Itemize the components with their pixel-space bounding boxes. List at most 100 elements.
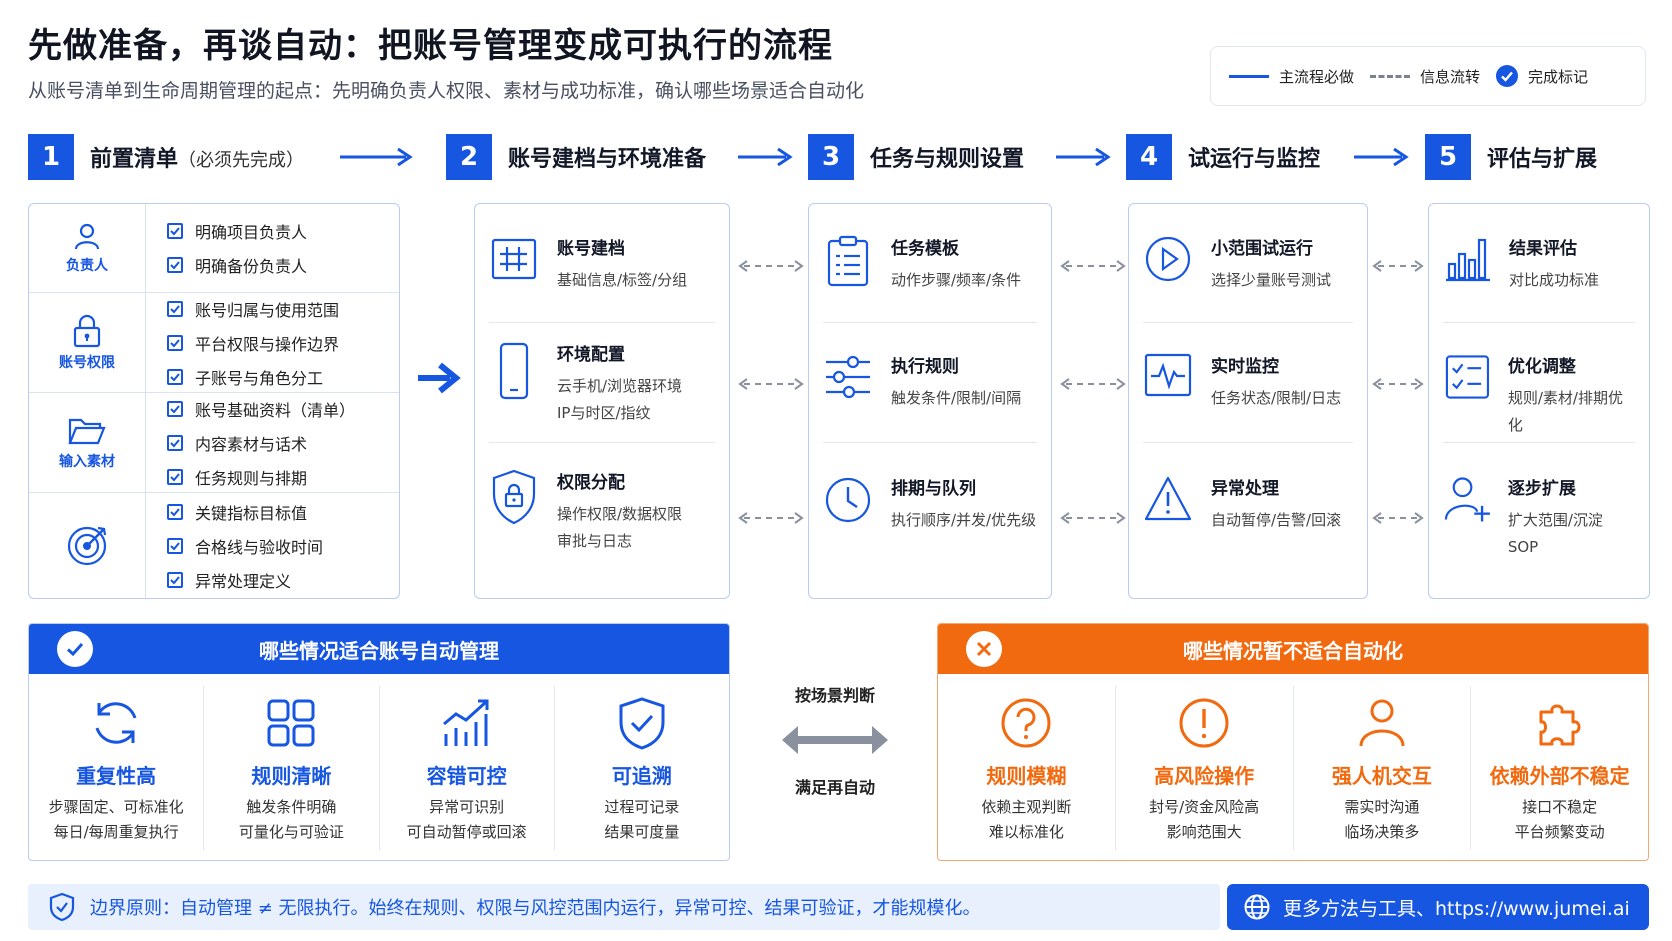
panel-item: 逐步扩展扩大范围/沉淀 SOP bbox=[1443, 474, 1635, 561]
grid4-icon bbox=[267, 699, 315, 747]
panel-item-desc: 触发条件/限制/间隔 bbox=[891, 389, 1022, 407]
prereq-group-owner: 负责人 明确项目负责人 明确备份负责人 bbox=[29, 204, 399, 292]
suitable-item: 可追溯 过程可记录结果可度量 bbox=[553, 686, 729, 850]
monitor-icon bbox=[1144, 353, 1192, 397]
desc-line: 临场决策多 bbox=[1344, 823, 1420, 841]
panel-item: 实时监控任务状态/限制/日志 bbox=[1143, 352, 1353, 412]
checklist-item: 内容素材与话术 bbox=[167, 431, 355, 455]
person-icon bbox=[1359, 699, 1405, 747]
step-label: 试运行与监控 bbox=[1188, 147, 1321, 172]
desc-line: 接口不稳定 bbox=[1522, 798, 1598, 816]
checklist: 关键指标目标值 合格线与验收时间 异常处理定义 bbox=[167, 493, 323, 598]
checklist-item-label: 明确项目负责人 bbox=[195, 223, 308, 242]
shield-check-icon bbox=[619, 697, 665, 750]
suitable-columns: 重复性高 步骤固定、可标准化每日/每周重复执行 规则清晰 触发条件明确可量化与可… bbox=[29, 686, 729, 850]
shield-lock-icon bbox=[492, 469, 536, 525]
more-tools-label[interactable]: 更多方法与工具、https://www.jumei.ai bbox=[1283, 897, 1630, 920]
lock-icon bbox=[73, 314, 101, 347]
panel-item-title: 异常处理 bbox=[1211, 479, 1279, 499]
trend-icon bbox=[442, 699, 489, 746]
legend-info-flow: 信息流转 bbox=[1370, 66, 1480, 87]
checklist-item: 任务规则与排期 bbox=[167, 465, 355, 489]
prereq-icon-cell: 输入素材 bbox=[29, 393, 146, 492]
desc-line: 异常可识别 bbox=[429, 798, 505, 816]
task-rules-panel: 任务模板动作步骤/频率/条件 执行规则触发条件/限制/间隔 排期与队列执行顺序/… bbox=[808, 203, 1052, 599]
prereq-group-targets: 关键指标目标值 合格线与验收时间 异常处理定义 bbox=[29, 492, 399, 598]
judgement-top-label: 按场景判断 bbox=[794, 686, 875, 705]
desc-line: 过程可记录 bbox=[604, 798, 680, 816]
unsuitable-item: 高风险操作 封号/资金风险高影响范围大 bbox=[1114, 686, 1293, 850]
desc-line: 步骤固定、可标准化 bbox=[48, 798, 184, 816]
unsuitable-item: 强人机交互 需实时沟通临场决策多 bbox=[1292, 686, 1471, 850]
folder-icon bbox=[68, 418, 106, 444]
step-note: （必须先完成） bbox=[178, 150, 305, 171]
legend-main-flow-label: 主流程必做 bbox=[1279, 67, 1355, 86]
checklist-item-label: 异常处理定义 bbox=[195, 571, 292, 591]
dashed-double-arrow-icon bbox=[1372, 378, 1424, 390]
checkbox-icon bbox=[167, 434, 183, 451]
panel-item-title: 小范围试运行 bbox=[1211, 239, 1313, 259]
bar-chart-icon bbox=[1446, 238, 1490, 282]
checklist-item-label: 账号归属与使用范围 bbox=[195, 300, 340, 320]
person-icon bbox=[74, 223, 100, 250]
step-4: 4 试运行与监控 bbox=[1126, 134, 1320, 180]
divider bbox=[489, 322, 715, 323]
unsuitable-header: 哪些情况暂不适合自动化 bbox=[938, 624, 1648, 674]
desc-line: 难以标准化 bbox=[988, 823, 1064, 841]
play-icon bbox=[1145, 236, 1191, 282]
panel-item-title: 任务模板 bbox=[891, 239, 959, 259]
checklist-item-label: 关键指标目标值 bbox=[195, 503, 308, 523]
legend-done-mark: 完成标记 bbox=[1496, 65, 1588, 87]
step-5: 5 评估与扩展 bbox=[1425, 134, 1597, 180]
panel-item-desc: 规则/素材/排期优化 bbox=[1507, 389, 1623, 434]
desc-line: 依赖主观判断 bbox=[981, 798, 1072, 816]
judgement-bottom-label: 满足再自动 bbox=[794, 778, 875, 797]
panel-item-title: 逐步扩展 bbox=[1507, 479, 1576, 499]
checklist-item-label: 任务规则与排期 bbox=[195, 468, 308, 488]
panel-item-text: 异常处理自动暂停/告警/回滚 bbox=[1211, 474, 1341, 534]
add-user-icon bbox=[1444, 477, 1490, 522]
more-tools-link[interactable]: 更多方法与工具、https://www.jumei.ai bbox=[1227, 884, 1649, 930]
checkbox-icon bbox=[167, 468, 183, 485]
panel-item: 排期与队列执行顺序/并发/优先级 bbox=[823, 474, 1037, 534]
prereq-icon-cell: 负责人 bbox=[29, 204, 146, 292]
checkbox-icon bbox=[167, 257, 183, 273]
panel-item-desc: 选择少量账号测试 bbox=[1211, 271, 1332, 289]
panel-item-desc: 基础信息/标签/分组 bbox=[557, 271, 688, 289]
trial-monitor-panel: 小范围试运行选择少量账号测试 实时监控任务状态/限制/日志 异常处理自动暂停/告… bbox=[1128, 203, 1368, 599]
checklist-item-label: 明确备份负责人 bbox=[195, 257, 308, 276]
flow-arrow-icon bbox=[1056, 147, 1111, 167]
panel-item-text: 账号建档基础信息/标签/分组 bbox=[557, 234, 687, 294]
prereq-group-label: 账号权限 bbox=[59, 354, 115, 371]
desc-line: 需实时沟通 bbox=[1344, 798, 1420, 816]
prereq-group-permissions: 账号权限 账号归属与使用范围 平台权限与操作边界 子账号与角色分工 bbox=[29, 292, 399, 392]
check-circle-icon bbox=[57, 631, 93, 667]
suitable-item-desc: 过程可记录结果可度量 bbox=[604, 795, 679, 845]
checklist-item: 明确备份负责人 bbox=[167, 253, 307, 277]
panel-item: 优化调整规则/素材/排期优化 bbox=[1443, 352, 1635, 439]
prereq-group-label: 输入素材 bbox=[59, 453, 115, 470]
unsuitable-item-desc: 需实时沟通临场决策多 bbox=[1344, 795, 1419, 845]
scenario-judgement: 按场景判断 满足再自动 bbox=[770, 682, 900, 798]
checklist-item-label: 平台权限与操作边界 bbox=[195, 334, 340, 354]
checkbox-icon bbox=[167, 571, 183, 588]
checklist-item: 关键指标目标值 bbox=[167, 500, 323, 524]
panel-item-desc: 动作步骤/频率/条件 bbox=[891, 271, 1022, 289]
divider bbox=[823, 322, 1037, 323]
suitable-item-desc: 步骤固定、可标准化每日/每周重复执行 bbox=[49, 795, 184, 845]
unsuitable-scenarios-card: 哪些情况暂不适合自动化 规则模糊 依赖主观判断难以标准化 高风险操作 封号/资金… bbox=[937, 623, 1649, 861]
step-label: 账号建档与环境准备 bbox=[508, 147, 707, 172]
suitable-item: 容错可控 异常可识别可自动暂停或回滚 bbox=[378, 686, 554, 850]
flow-arrow-icon bbox=[738, 147, 793, 167]
prereq-panel: 负责人 明确项目负责人 明确备份负责人 账号权限 账号归属与使用范围 平台权限与… bbox=[28, 203, 400, 599]
unsuitable-columns: 规则模糊 依赖主观判断难以标准化 高风险操作 封号/资金风险高影响范围大 强人机… bbox=[938, 686, 1648, 850]
step-label: 评估与扩展 bbox=[1487, 147, 1598, 172]
dashed-double-arrow-icon bbox=[1060, 260, 1126, 272]
checklist-item-label: 子账号与角色分工 bbox=[195, 368, 324, 388]
unsuitable-item-title: 高风险操作 bbox=[1154, 764, 1255, 788]
suitable-item-title: 容错可控 bbox=[426, 764, 507, 788]
checklist-item: 异常处理定义 bbox=[167, 568, 323, 592]
desc-line: 可自动暂停或回滚 bbox=[406, 823, 527, 841]
unsuitable-item-title: 强人机交互 bbox=[1331, 764, 1432, 788]
shield-check-icon bbox=[49, 892, 75, 922]
